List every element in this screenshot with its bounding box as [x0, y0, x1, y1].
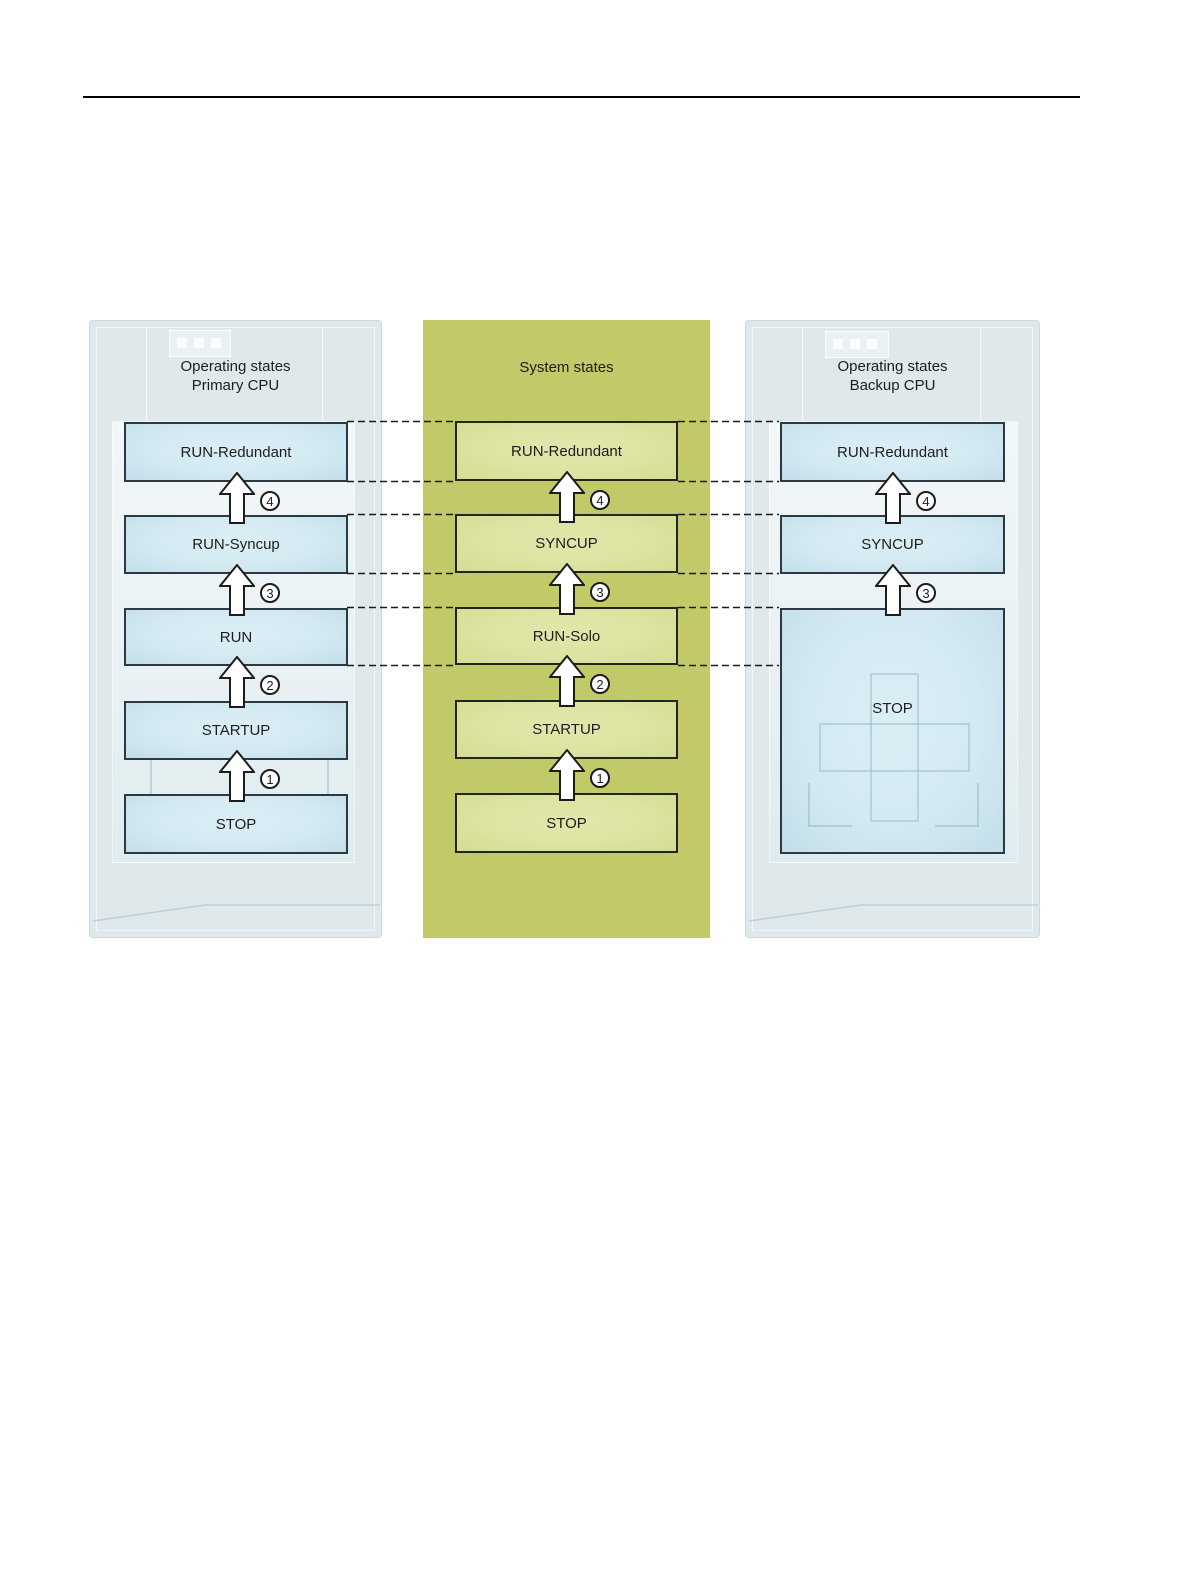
header-rule — [83, 96, 1080, 98]
transition-number-badge: 2 — [590, 674, 610, 694]
transition-number-badge: 1 — [260, 769, 280, 789]
up-arrow-icon — [549, 749, 585, 801]
transition-number-badge: 4 — [916, 491, 936, 511]
up-arrow-icon — [549, 471, 585, 523]
transition-number-badge: 3 — [260, 583, 280, 603]
up-arrow-icon — [219, 564, 255, 616]
transition-number-badge: 3 — [590, 582, 610, 602]
transition-number-badge: 4 — [590, 490, 610, 510]
panel-title: System states — [423, 358, 710, 377]
panel-title: Operating states Primary CPU — [90, 357, 381, 395]
panel-title-line1: System states — [519, 359, 614, 376]
cpu-base-watermark — [92, 904, 380, 922]
up-arrow-icon — [219, 750, 255, 802]
up-arrow-icon — [219, 656, 255, 708]
up-arrow-icon — [549, 655, 585, 707]
panel-title-line1: Operating states — [837, 358, 948, 375]
panel-title: Operating states Backup CPU — [746, 357, 1039, 395]
up-arrow-icon — [549, 563, 585, 615]
panel-title-line1: Operating states — [180, 358, 291, 375]
up-arrow-icon — [875, 472, 911, 524]
transition-number-badge: 1 — [590, 768, 610, 788]
transition-number-badge: 2 — [260, 675, 280, 695]
state-mapping-dashed-lines — [347, 420, 779, 667]
state-label: SYNCUP — [535, 535, 598, 552]
up-arrow-icon — [219, 472, 255, 524]
state-label: RUN-Solo — [532, 627, 601, 645]
state-label: STOP — [546, 814, 587, 832]
transition-number-badge: 4 — [260, 491, 280, 511]
state-label: RUN-Redundant — [511, 442, 622, 460]
up-arrow-icon — [875, 564, 911, 616]
system-states-panel: System states RUN-Redundant SYNCUP RUN-S… — [423, 320, 710, 938]
panel-title-line2: Primary CPU — [191, 377, 280, 394]
cpu-base-watermark — [748, 904, 1038, 922]
panel-title-line2: Backup CPU — [849, 377, 936, 394]
transition-number-badge: 3 — [916, 583, 936, 603]
state-label: STARTUP — [532, 721, 601, 738]
